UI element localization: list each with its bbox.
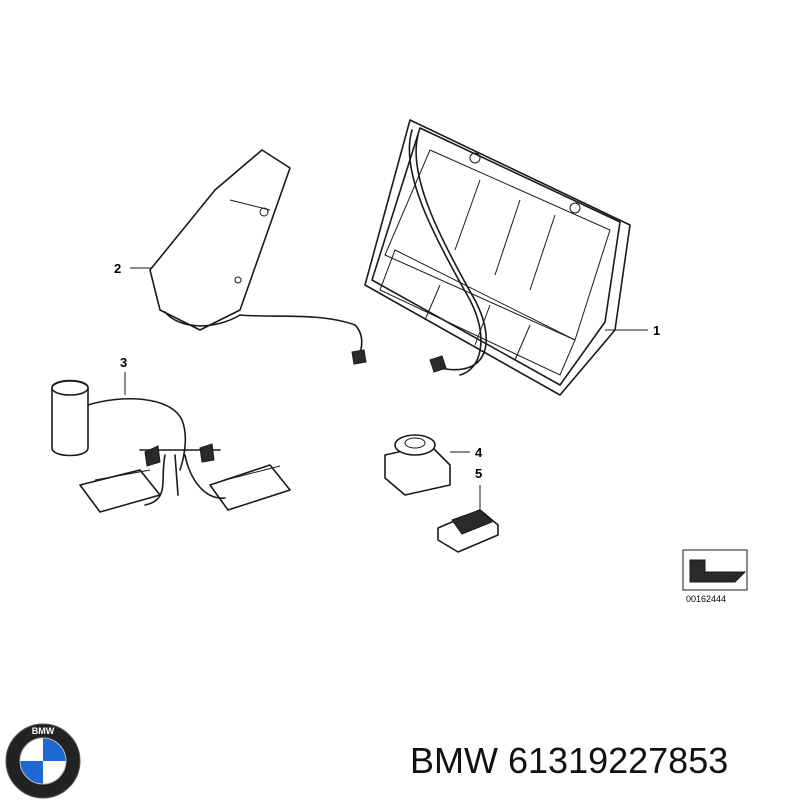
callout-4: 4 [475,445,483,460]
arrow-icon [689,559,747,583]
brand-part-number: BMW 61319227853 [410,740,728,782]
logo-lettering: BMW [32,726,55,736]
part-3-harness-control-units[interactable] [51,372,291,513]
bmw-logo: BMW [5,723,81,799]
callout-5: 5 [475,466,482,481]
brand-name: BMW [410,740,498,781]
callout-2: 2 [114,261,121,276]
callout-3: 3 [120,355,127,370]
part-5-button[interactable] [437,485,499,553]
part-1-seat-mat[interactable] [364,119,648,396]
callout-1: 1 [653,323,660,338]
diagram-ref-number: 00162444 [686,594,726,604]
part-4-switch[interactable] [384,434,470,496]
part-number: 61319227853 [508,740,729,781]
diagram-reference: 00162444 [682,549,748,604]
part-2-backrest-element[interactable] [130,149,367,365]
